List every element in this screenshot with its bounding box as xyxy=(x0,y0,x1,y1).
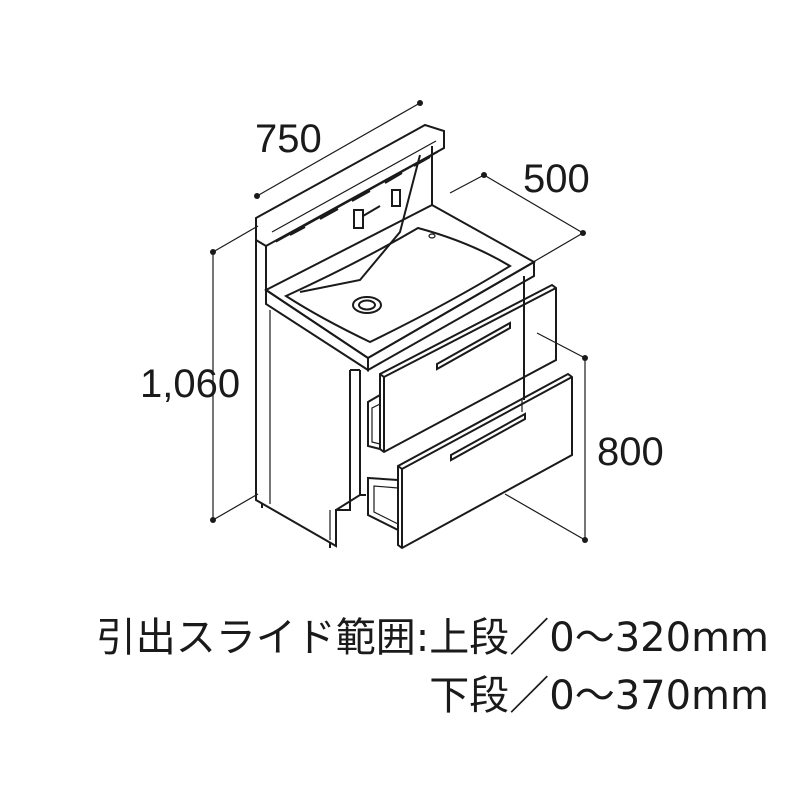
counter-height-dimension-line xyxy=(504,332,588,543)
upper-drawer-handle xyxy=(436,321,511,371)
cabinet-front-frame xyxy=(335,276,525,511)
drain-icon xyxy=(352,296,382,314)
cabinet-feet xyxy=(261,503,331,548)
depth-label: 500 xyxy=(523,157,590,201)
slide-range-caption-lower: 下段／0～370mm xyxy=(429,673,769,719)
lower-drawer-handle xyxy=(450,412,526,462)
upper-drawer xyxy=(367,283,557,454)
vanity-cabinet xyxy=(255,123,573,550)
backsplash-shelf xyxy=(255,123,445,300)
slide-range-caption-upper: 引出スライド範囲:上段／0～320mm xyxy=(95,615,769,661)
counter-height-label: 800 xyxy=(597,430,664,474)
depth-dimension-line xyxy=(449,172,586,262)
width-dimension-line xyxy=(254,100,423,199)
width-label: 750 xyxy=(255,117,322,161)
faucet-icon xyxy=(353,189,401,229)
lower-drawer xyxy=(367,372,573,550)
countertop xyxy=(264,203,537,372)
total-height-label: 1,060 xyxy=(140,362,240,406)
total-height-dimension-line xyxy=(210,225,259,523)
cabinet-side-panel xyxy=(255,300,351,548)
